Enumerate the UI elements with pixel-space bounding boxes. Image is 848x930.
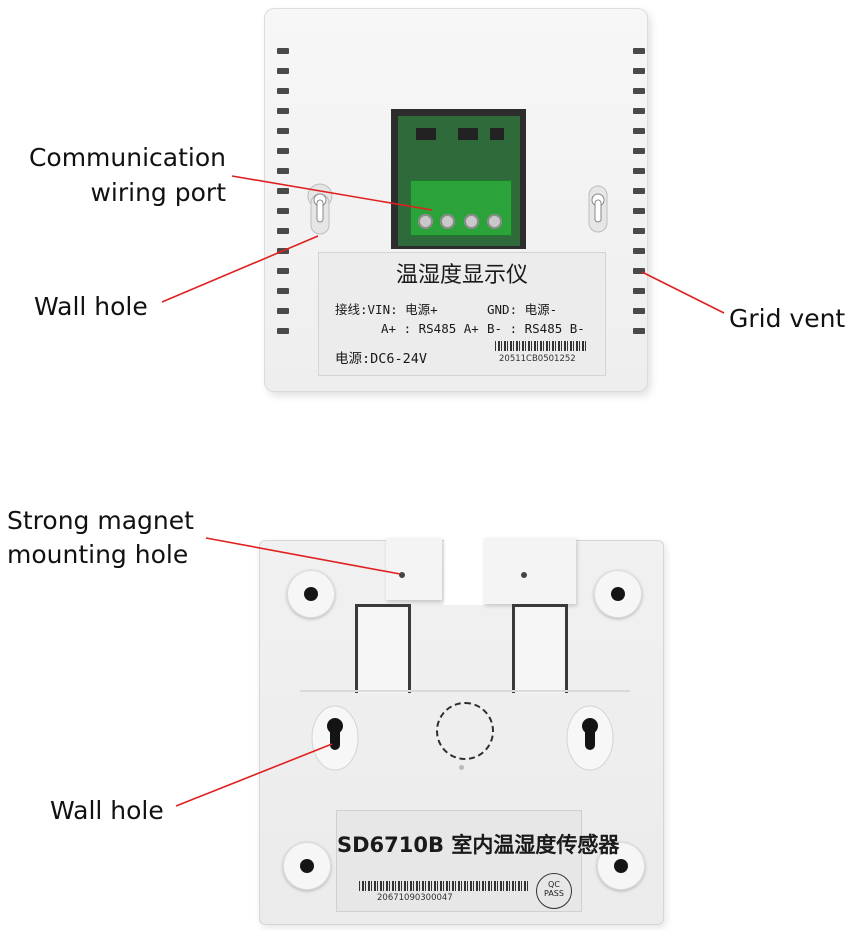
screw-post [597,842,645,890]
qc-text: QC [548,880,560,889]
pass-text: PASS [544,889,564,898]
label-power: 电源:DC6-24V [335,351,428,367]
callout-grid-vent: Grid vent [729,304,846,333]
terminal-screw [418,214,433,229]
terminal-screw [464,214,479,229]
magnet-hole [399,572,405,578]
label-title: 温湿度显示仪 [395,263,528,288]
model-serial: 20671090300047 [377,893,453,903]
callout-wall-hole-top: Wall hole [34,292,148,321]
callout-comm-port-line1: Communication [28,143,226,172]
barcode [495,341,587,351]
terminal-screw [440,214,455,229]
pcb-chip [490,128,504,140]
center-knockout [436,702,494,760]
screw-post [594,570,642,618]
callout-line-magnet [205,537,401,575]
label-serial: 20511CB0501252 [499,354,576,364]
callout-comm-port-line2: wiring port [90,178,226,207]
qc-pass-stamp: QC PASS [536,873,572,909]
wall-hole-icon [588,185,608,233]
latch-slot [355,604,411,693]
pcb-chip [458,128,478,140]
callout-line-comm-port [231,175,433,211]
callout-magnet-line1: Strong magnet [7,506,194,535]
dimple [459,765,464,770]
terminal-screw [487,214,502,229]
callout-wall-hole-bottom: Wall hole [50,796,164,825]
product-label: 温湿度显示仪 接线:VIN: 电源+ GND: 电源- A+ : RS485 A… [318,252,606,376]
screw-post [283,842,331,890]
label-wiring-vin: 接线:VIN: 电源+ [335,302,438,317]
latch-slot [512,604,568,693]
magnet-hole [521,572,527,578]
pcb-chip [416,128,436,140]
magnet-block [386,538,442,600]
callout-magnet-line2: mounting hole [7,540,189,569]
model-title: SD6710B 室内温湿度传感器 [337,833,620,857]
barcode [359,881,529,891]
callout-line-wall-hole-bottom [175,743,333,807]
magnet-block [484,538,576,604]
callout-line-grid-vent [641,271,725,314]
housing-notch [444,535,484,605]
label-wiring-a: A+ : RS485 A+ [381,321,479,336]
callout-line-wall-hole-top [161,235,319,303]
label-wiring-gnd: GND: 电源- [487,302,558,317]
wall-hole-icon [307,183,333,235]
divider-ridge [300,690,630,692]
label-wiring-b: B- : RS485 B- [487,321,585,336]
screw-post [287,570,335,618]
wall-hole-icon [566,705,614,771]
wall-hole-icon [311,705,359,771]
